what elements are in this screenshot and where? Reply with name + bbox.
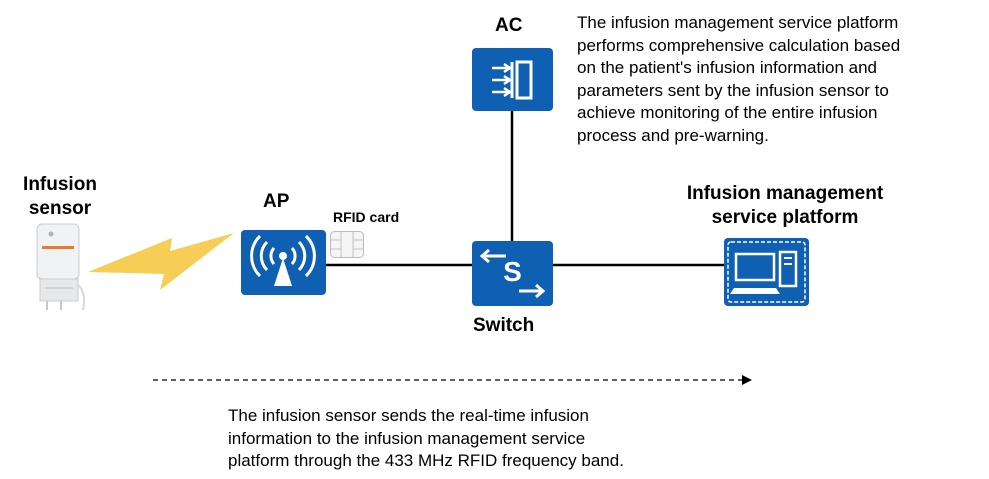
platform-note: The infusion management service platform… [577, 13, 901, 145]
ac-device[interactable] [472, 48, 553, 111]
ap-icon [250, 234, 316, 286]
computer-icon [727, 241, 806, 303]
flow-note: The infusion sensor sends the real-time … [228, 406, 624, 470]
flow-arrowhead [742, 375, 752, 385]
infusion-sensor-icon [36, 223, 86, 311]
ac-icon [492, 60, 533, 100]
switch-device[interactable]: S [472, 241, 553, 306]
ac-label: AC [495, 15, 523, 36]
platform-label: Infusion management service platform [686, 183, 884, 228]
wireless-signal-icon [88, 233, 234, 290]
rfid-card-label: RFID card [333, 209, 400, 225]
rfid-card[interactable] [330, 231, 364, 258]
switch-icon-letter: S [503, 256, 522, 287]
switch-label: Switch [473, 315, 535, 336]
infusion-sensor-device[interactable] [33, 222, 88, 312]
rfid-chip-icon [330, 231, 364, 258]
switch-icon [479, 248, 546, 299]
platform-device[interactable] [724, 238, 809, 306]
ap-label: AP [263, 191, 290, 212]
ap-device[interactable] [241, 230, 326, 295]
sensor-label: Infusion sensor [23, 174, 97, 219]
